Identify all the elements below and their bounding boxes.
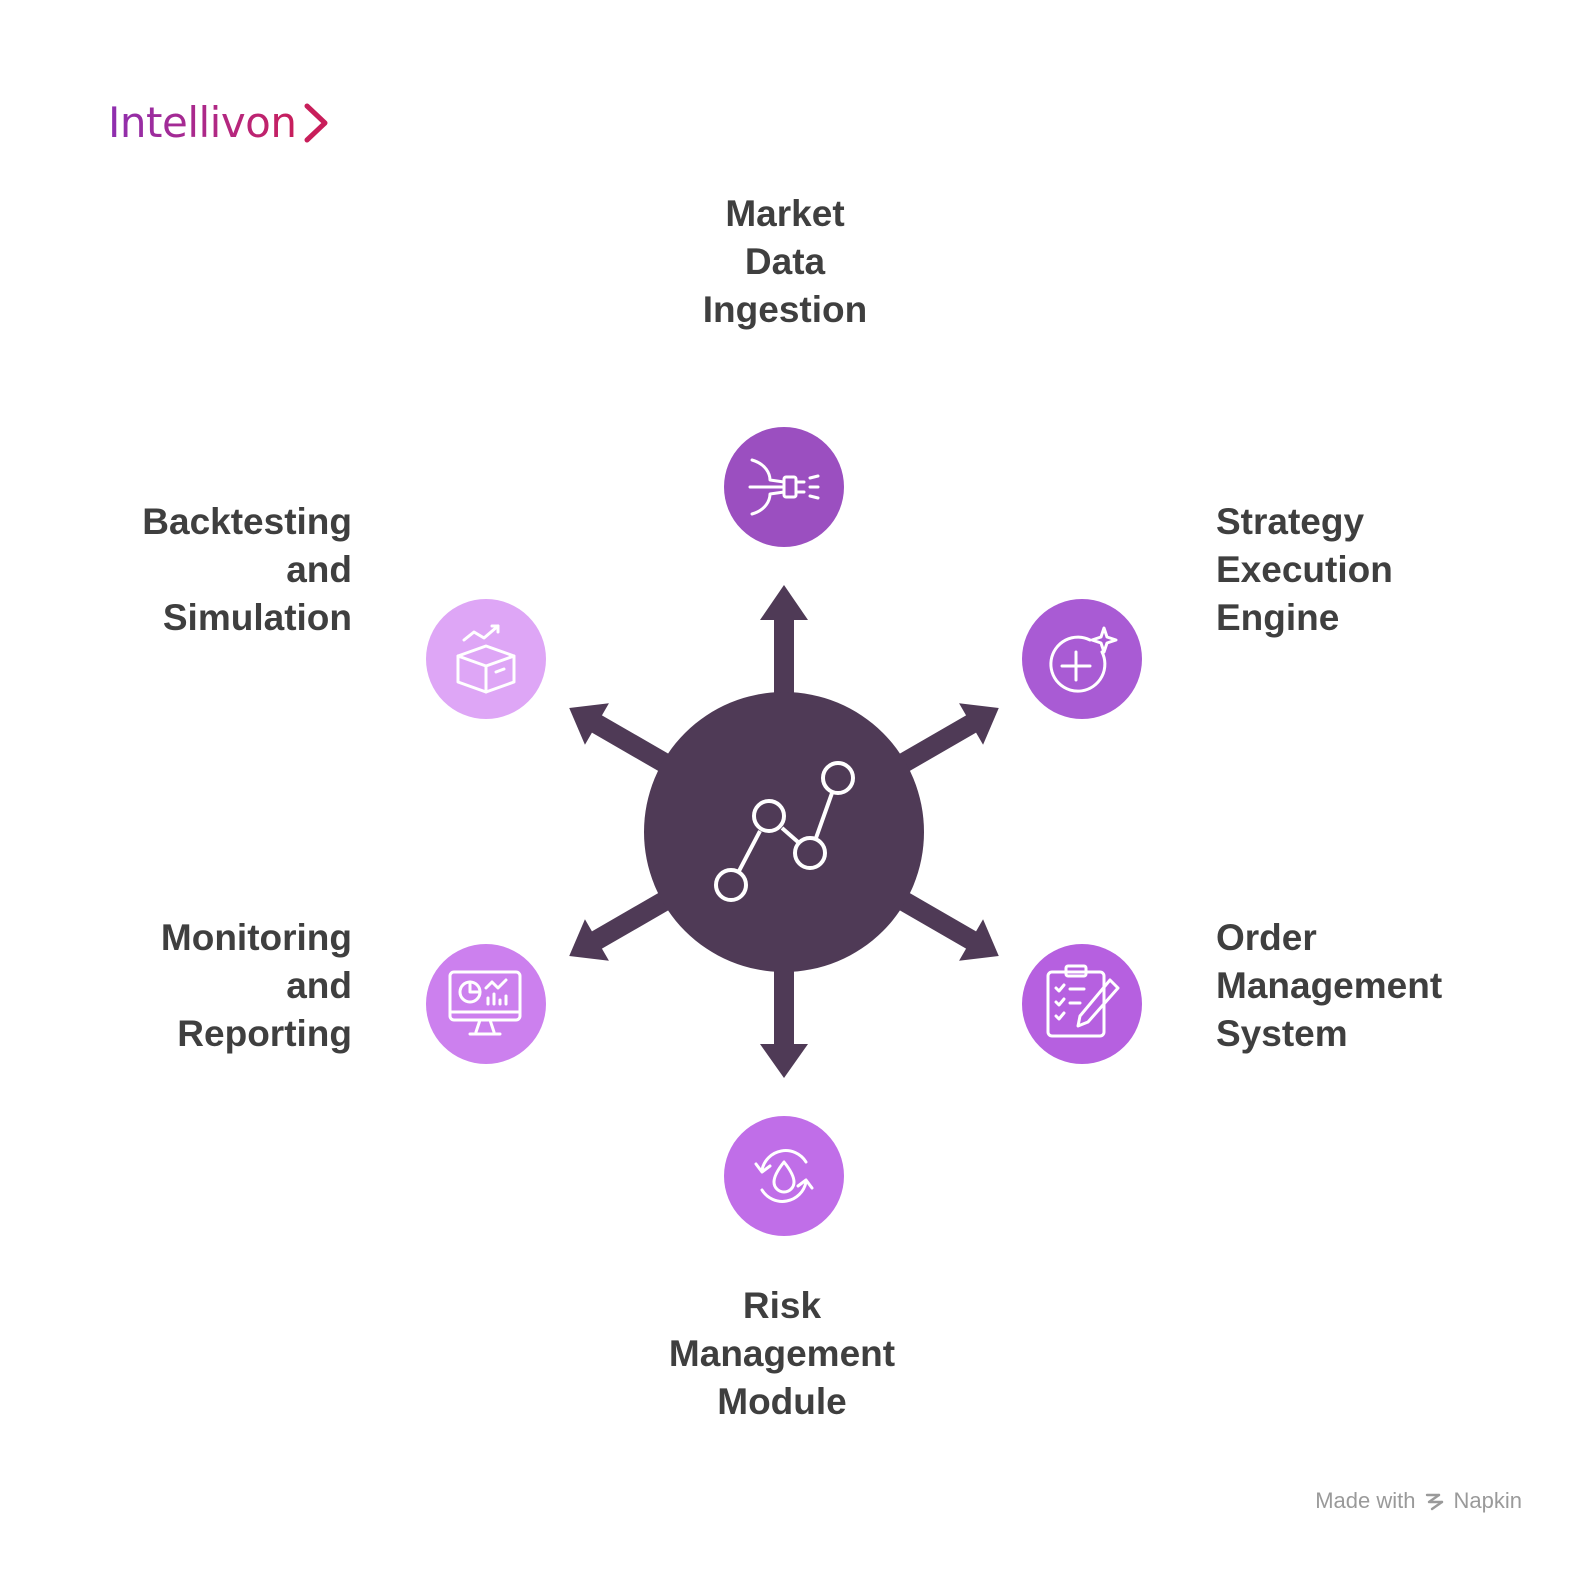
napkin-logo-icon [1425, 1493, 1443, 1511]
clipboard-pencil-icon [1046, 964, 1120, 1038]
label-risk-management-module: Risk Management Module [668, 1285, 896, 1422]
arrow-lower-right [882, 883, 999, 961]
arrow-lower-left [569, 883, 686, 961]
drop-cycle-icon [754, 1149, 814, 1203]
sparkle-plus-icon [1049, 626, 1118, 693]
node-circle-order-management [1022, 944, 1142, 1064]
label-backtesting-and-simulation: Backtesting and Simulation [142, 501, 352, 638]
brand-logo: Intellivon [108, 98, 331, 147]
arrow-up [760, 585, 808, 696]
label-order-management-system: Order Management System [1216, 917, 1443, 1054]
node-circle-strategy [1022, 599, 1142, 719]
data-ingestion-icon [748, 458, 820, 516]
arrow-down [760, 966, 808, 1078]
made-with-napkin[interactable]: Made with Napkin [1315, 1488, 1522, 1514]
brand-logo-text: Intellivon [108, 98, 297, 147]
node-circle-monitoring [426, 944, 546, 1064]
label-monitoring-and-reporting: Monitoring and Reporting [160, 917, 352, 1054]
monitor-dashboard-icon [448, 970, 522, 1036]
label-strategy-execution-engine: Strategy Execution Engine [1216, 501, 1393, 638]
arrow-upper-right [882, 703, 999, 781]
napkin-brand-text: Napkin [1453, 1488, 1522, 1513]
line-chart-icon [714, 761, 855, 902]
node-circle-risk [724, 1116, 844, 1236]
made-with-text: Made with [1315, 1488, 1416, 1513]
node-circle-backtesting [426, 599, 546, 719]
box-trend-icon [456, 624, 516, 694]
label-market-data-ingestion: Market Data Ingestion [702, 193, 868, 330]
chevron-right-icon [304, 103, 327, 142]
arrow-upper-left [569, 703, 686, 781]
arrows [569, 585, 999, 1078]
